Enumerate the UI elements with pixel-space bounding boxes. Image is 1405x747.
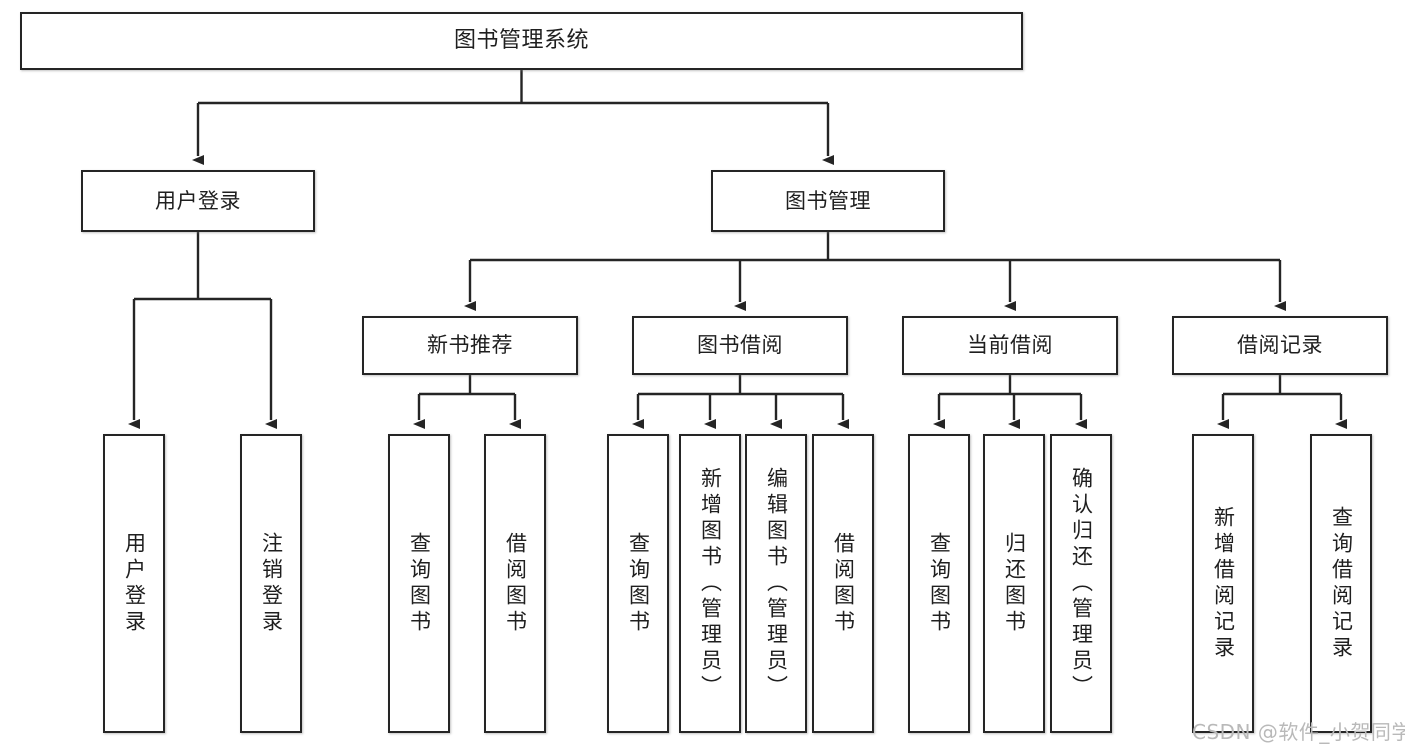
node-label-leaf-add-record: 新增借阅记录 bbox=[1211, 505, 1236, 662]
node-label-leaf-add-book: 新增图书（管理员） bbox=[698, 466, 723, 701]
node-borrow-records[interactable]: 借阅记录 bbox=[1172, 316, 1388, 375]
node-label-leaf-query-book-2: 查询图书 bbox=[626, 531, 651, 636]
node-leaf-query-book-2[interactable]: 查询图书 bbox=[607, 434, 669, 733]
node-leaf-edit-book[interactable]: 编辑图书（管理员） bbox=[745, 434, 807, 733]
node-leaf-borrow-book-2[interactable]: 借阅图书 bbox=[812, 434, 874, 733]
node-label-leaf-edit-book: 编辑图书（管理员） bbox=[764, 466, 789, 701]
node-user-login[interactable]: 用户登录 bbox=[81, 170, 315, 232]
csdn-watermark: CSDN @软件_小贺同学 bbox=[1192, 720, 1405, 744]
node-leaf-logout[interactable]: 注销登录 bbox=[240, 434, 302, 733]
node-label-leaf-query-book-1: 查询图书 bbox=[407, 531, 432, 636]
node-label-user-login: 用户登录 bbox=[155, 188, 241, 213]
node-current-borrow[interactable]: 当前借阅 bbox=[902, 316, 1118, 375]
node-book-manage[interactable]: 图书管理 bbox=[711, 170, 945, 232]
node-leaf-confirm-return[interactable]: 确认归还（管理员） bbox=[1050, 434, 1112, 733]
node-root[interactable]: 图书管理系统 bbox=[20, 12, 1023, 70]
node-label-leaf-query-record: 查询借阅记录 bbox=[1329, 505, 1354, 662]
node-label-leaf-return-book: 归还图书 bbox=[1002, 531, 1027, 636]
node-leaf-query-book-1[interactable]: 查询图书 bbox=[388, 434, 450, 733]
node-label-book-manage: 图书管理 bbox=[785, 188, 871, 213]
node-label-borrow-records: 借阅记录 bbox=[1237, 333, 1323, 358]
node-label-leaf-query-book-3: 查询图书 bbox=[927, 531, 952, 636]
node-label-root: 图书管理系统 bbox=[453, 28, 589, 54]
node-label-leaf-user-login: 用户登录 bbox=[122, 531, 147, 636]
node-label-leaf-borrow-book-2: 借阅图书 bbox=[831, 531, 856, 636]
node-label-leaf-borrow-book-1: 借阅图书 bbox=[503, 531, 528, 636]
node-leaf-user-login[interactable]: 用户登录 bbox=[103, 434, 165, 733]
node-label-leaf-logout: 注销登录 bbox=[259, 531, 284, 636]
node-leaf-add-record[interactable]: 新增借阅记录 bbox=[1192, 434, 1254, 733]
node-leaf-borrow-book-1[interactable]: 借阅图书 bbox=[484, 434, 546, 733]
node-leaf-add-book[interactable]: 新增图书（管理员） bbox=[679, 434, 741, 733]
node-label-leaf-confirm-return: 确认归还（管理员） bbox=[1069, 466, 1094, 701]
node-leaf-return-book[interactable]: 归还图书 bbox=[983, 434, 1045, 733]
node-label-current-borrow: 当前借阅 bbox=[967, 333, 1053, 358]
node-book-borrow[interactable]: 图书借阅 bbox=[632, 316, 848, 375]
node-leaf-query-book-3[interactable]: 查询图书 bbox=[908, 434, 970, 733]
node-new-book-recommend[interactable]: 新书推荐 bbox=[362, 316, 578, 375]
node-label-new-book-recommend: 新书推荐 bbox=[427, 333, 513, 358]
node-leaf-query-record[interactable]: 查询借阅记录 bbox=[1310, 434, 1372, 733]
node-label-book-borrow: 图书借阅 bbox=[697, 333, 783, 358]
